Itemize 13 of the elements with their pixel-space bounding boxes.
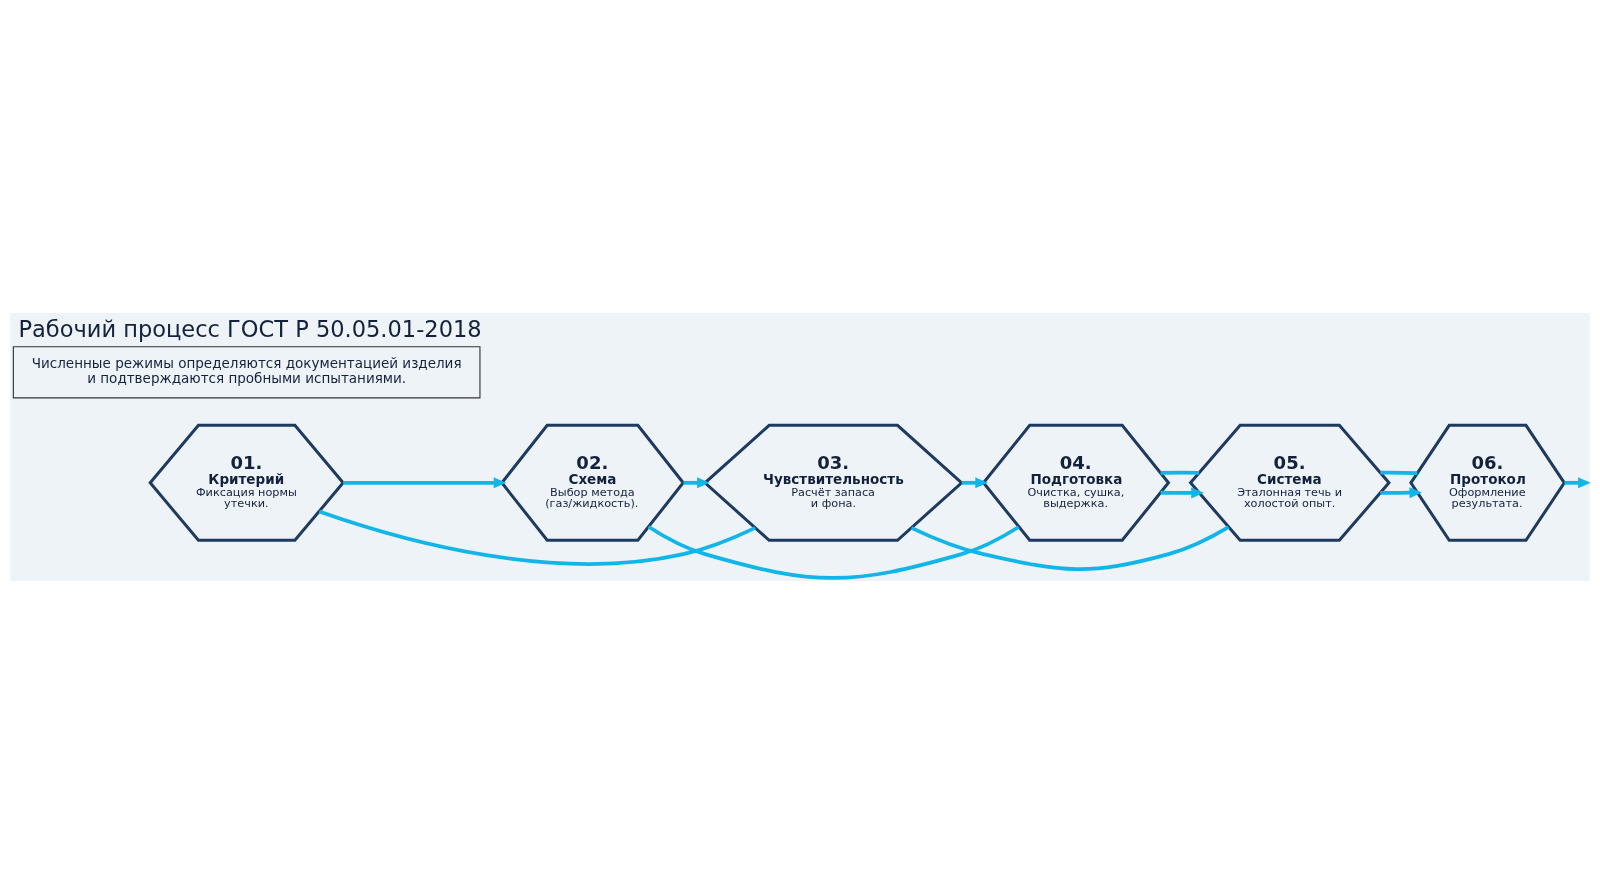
connector — [1160, 470, 1200, 475]
connector — [910, 525, 1230, 571]
arrow — [1380, 486, 1423, 498]
arrow — [683, 476, 710, 488]
arrow — [961, 476, 988, 488]
arrow — [1564, 476, 1591, 488]
connector — [1380, 470, 1418, 475]
connector — [318, 509, 756, 566]
diagram-title: Рабочий процесс ГОСТ Р 50.05.01-2018 — [18, 315, 482, 342]
node-box: Численные режимы определяются документацией изделия и подтверждаются пробными испытаниями. — [12, 345, 481, 398]
arrow — [343, 476, 507, 488]
arrow — [1160, 486, 1204, 498]
connector — [647, 524, 1020, 580]
